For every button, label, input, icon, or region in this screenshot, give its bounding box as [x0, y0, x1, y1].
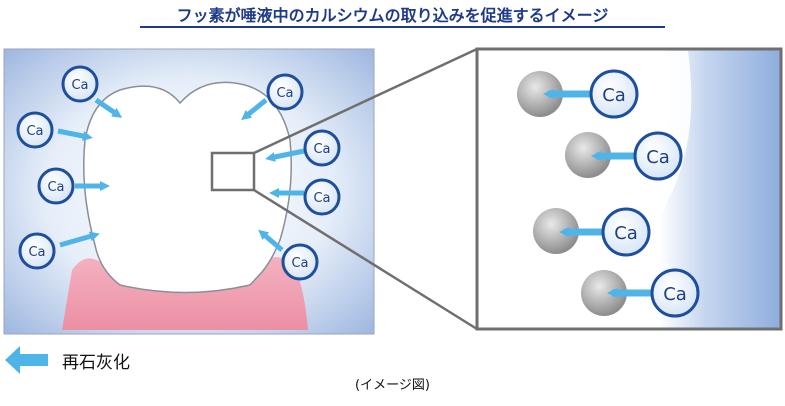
legend-label: 再石灰化 — [62, 353, 130, 373]
ion-label: Ca — [47, 180, 64, 195]
arrow — [94, 97, 123, 118]
ion-label: Ca — [313, 191, 330, 206]
ca-ion: Ca — [16, 111, 54, 149]
ion-label: Ca — [646, 147, 670, 168]
caption: (イメージ図) — [355, 378, 430, 393]
arrow — [265, 148, 305, 162]
left-arrows — [57, 97, 305, 252]
ion-label: Ca — [26, 124, 43, 139]
ion-label: Ca — [291, 256, 308, 271]
enamel-site — [565, 132, 611, 178]
ca-ion: Ca — [18, 232, 56, 270]
ca-ion: Ca — [266, 73, 304, 111]
zoom-box — [210, 151, 256, 192]
ca-ion: Ca — [589, 69, 639, 119]
legend-arrow-icon — [5, 346, 48, 374]
enamel-site — [517, 71, 563, 117]
ca-ion: Ca — [37, 167, 75, 205]
enamel-site — [581, 270, 627, 316]
right-ions: Ca Ca Ca Ca — [589, 69, 700, 318]
ion-label: Ca — [614, 223, 638, 244]
tooth — [83, 81, 292, 294]
arrow — [57, 128, 93, 141]
title-underline — [140, 26, 665, 28]
diagram-title: フッ素が唾液中のカルシウムの取り込みを促進するイメージ — [176, 6, 609, 25]
left-ions: Ca Ca Ca Ca Ca Ca Ca Ca — [16, 65, 341, 281]
ca-ion: Ca — [61, 65, 99, 103]
ion-label: Ca — [602, 85, 626, 106]
enamel-site — [533, 208, 579, 254]
ca-ion: Ca — [281, 243, 319, 281]
zoom-line-bottom — [253, 188, 478, 331]
zoom-line-top — [253, 47, 478, 155]
ca-ion: Ca — [601, 207, 651, 257]
ca-ion: Ca — [650, 268, 700, 318]
arrow — [258, 229, 284, 252]
ion-label: Ca — [28, 245, 45, 260]
arrow — [241, 98, 268, 121]
ion-label: Ca — [71, 78, 88, 93]
arrow — [59, 231, 100, 248]
enamel-surface — [479, 51, 692, 327]
right-arrows — [543, 89, 655, 298]
ca-ion: Ca — [633, 131, 683, 181]
ion-label: Ca — [663, 284, 687, 305]
ion-label: Ca — [313, 142, 330, 157]
ion-label: Ca — [276, 86, 293, 101]
ca-ion: Ca — [303, 129, 341, 167]
right-sites — [517, 71, 627, 316]
ca-ion: Ca — [303, 178, 341, 216]
